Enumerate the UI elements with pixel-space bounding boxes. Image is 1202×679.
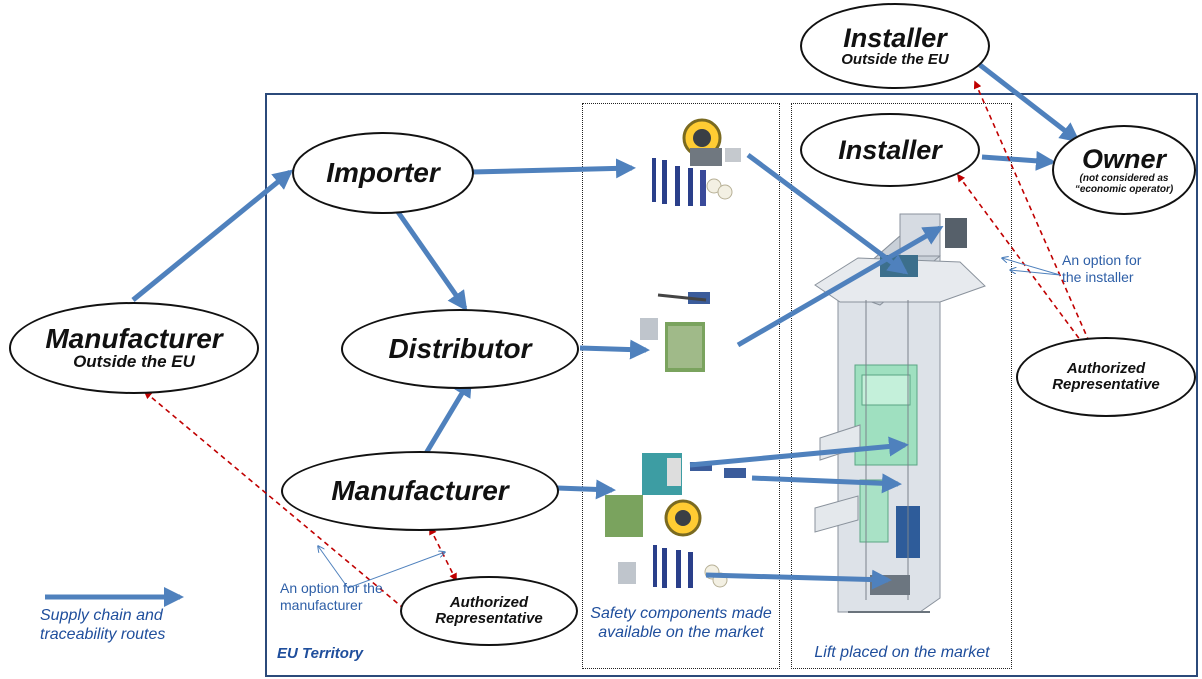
note-pointer-2	[347, 552, 445, 589]
node-manufacturer-outside: Manufacturer Outside the EU	[9, 302, 259, 394]
arrow-manufacturer-to-distributor	[422, 376, 473, 457]
arrow-distributor-to-components	[579, 339, 650, 360]
arrow-importer-to-components	[471, 158, 636, 179]
safety-components-region	[582, 103, 780, 669]
note-pointer-3	[1002, 258, 1061, 276]
lift-shaft-illustration	[814, 213, 986, 613]
node-owner: Owner (not considered as “economic opera…	[1052, 125, 1196, 215]
safety-components-middle	[640, 292, 710, 372]
arrow-installer-outside-to-owner	[978, 63, 1081, 143]
safety-components-bottom	[605, 453, 746, 588]
caption-lift-placed: Lift placed on the market	[814, 644, 990, 661]
arrow-importer-to-distributor	[395, 210, 468, 312]
arrow-manufacturer-to-importer	[131, 169, 294, 302]
node-distributor: Distributor	[341, 309, 579, 389]
legend-label: Supply chain and traceability routes	[40, 607, 166, 643]
arrow-component-to-pit	[705, 569, 892, 590]
node-auth-rep-manufacturer: Authorized Representative	[400, 576, 578, 646]
node-auth-rep-installer: Authorized Representative	[1016, 337, 1196, 417]
eu-territory-label: EU Territory	[277, 645, 364, 662]
arrow-manufacturer-to-authrep	[429, 526, 457, 582]
arrow-manufacturer-outside-to-authrep	[143, 390, 410, 614]
eu-territory-frame	[265, 93, 1198, 677]
lift-region	[791, 103, 1012, 669]
note-option-installer: An option for the installer	[1062, 252, 1142, 285]
safety-components-top	[652, 118, 741, 206]
note-pointer-4	[1010, 270, 1061, 276]
node-importer: Importer	[292, 132, 474, 214]
node-manufacturer-eu: Manufacturer	[281, 451, 559, 531]
node-installer-outside: Installer Outside the EU	[800, 3, 990, 89]
arrow-manufacturer-to-components	[556, 479, 616, 500]
arrow-installer-outside-to-authrep	[973, 80, 1097, 357]
arrow-component-to-machine	[746, 152, 909, 275]
arrow-component-to-door	[751, 473, 902, 494]
arrow-component-to-car	[689, 436, 909, 468]
caption-safety-components: Safety components made available on the …	[590, 605, 772, 641]
note-option-manufacturer: An option for the manufacturer	[280, 580, 383, 613]
arrow-installer-to-authrep	[957, 173, 1096, 362]
arrow-component-to-controller	[736, 225, 944, 348]
arrow-installer-to-owner	[981, 150, 1056, 171]
note-pointer-1	[318, 546, 349, 589]
node-installer-eu: Installer	[800, 113, 980, 187]
